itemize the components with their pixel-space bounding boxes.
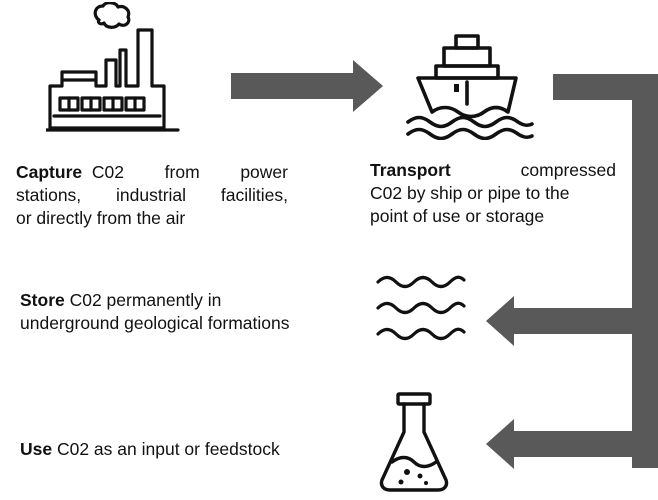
arrow-to-use: [486, 419, 632, 469]
store-line-2: underground geological formations: [20, 313, 290, 333]
transport-line-2: C02 by ship or pipe to the: [370, 183, 570, 203]
store-line-1-rest: C02 permanently in: [64, 290, 222, 310]
store-line-1: Store C02 permanently in: [20, 289, 350, 312]
capture-line-1: Capture C02 from power: [16, 161, 288, 184]
arrow-to-store: [486, 296, 632, 346]
capture-line-2: stations, industrial facilities,: [16, 184, 288, 207]
waves-icon: [376, 275, 466, 341]
factory-icon: [46, 2, 180, 132]
transport-line-3: point of use or storage: [370, 206, 545, 226]
capture-line-2-a: stations,: [16, 185, 82, 205]
capture-line-2-c: facilities,: [220, 185, 288, 205]
arrow-capture-to-transport: [231, 60, 383, 112]
flask-icon: [379, 392, 449, 492]
capture-description: Capture C02 from power stations, industr…: [16, 161, 288, 230]
use-description: Use C02 as an input or feedstock: [20, 438, 350, 461]
capture-keyword: Capture: [16, 162, 83, 182]
ship-icon: [406, 34, 534, 140]
store-description: Store C02 permanently in underground geo…: [20, 289, 350, 335]
connector-bar: [553, 74, 658, 468]
store-keyword: Store: [20, 290, 65, 310]
capture-line-1-b: from: [164, 162, 200, 182]
use-line-1-rest: C02 as an input or feedstock: [52, 439, 280, 459]
capture-line-2-b: industrial: [116, 185, 187, 205]
capture-line-1-left: Capture C02: [16, 161, 124, 184]
capture-line-1-a: C02: [82, 162, 124, 182]
transport-line-1: Transport compressed: [370, 159, 616, 182]
capture-line-1-c: power: [240, 162, 288, 182]
transport-keyword: Transport: [370, 160, 451, 180]
transport-line-1-rest: compressed: [520, 160, 616, 180]
transport-description: Transport compressed C02 by ship or pipe…: [370, 159, 616, 228]
capture-line-3: or directly from the air: [16, 208, 186, 228]
use-keyword: Use: [20, 439, 53, 459]
use-line-1: Use C02 as an input or feedstock: [20, 438, 350, 461]
